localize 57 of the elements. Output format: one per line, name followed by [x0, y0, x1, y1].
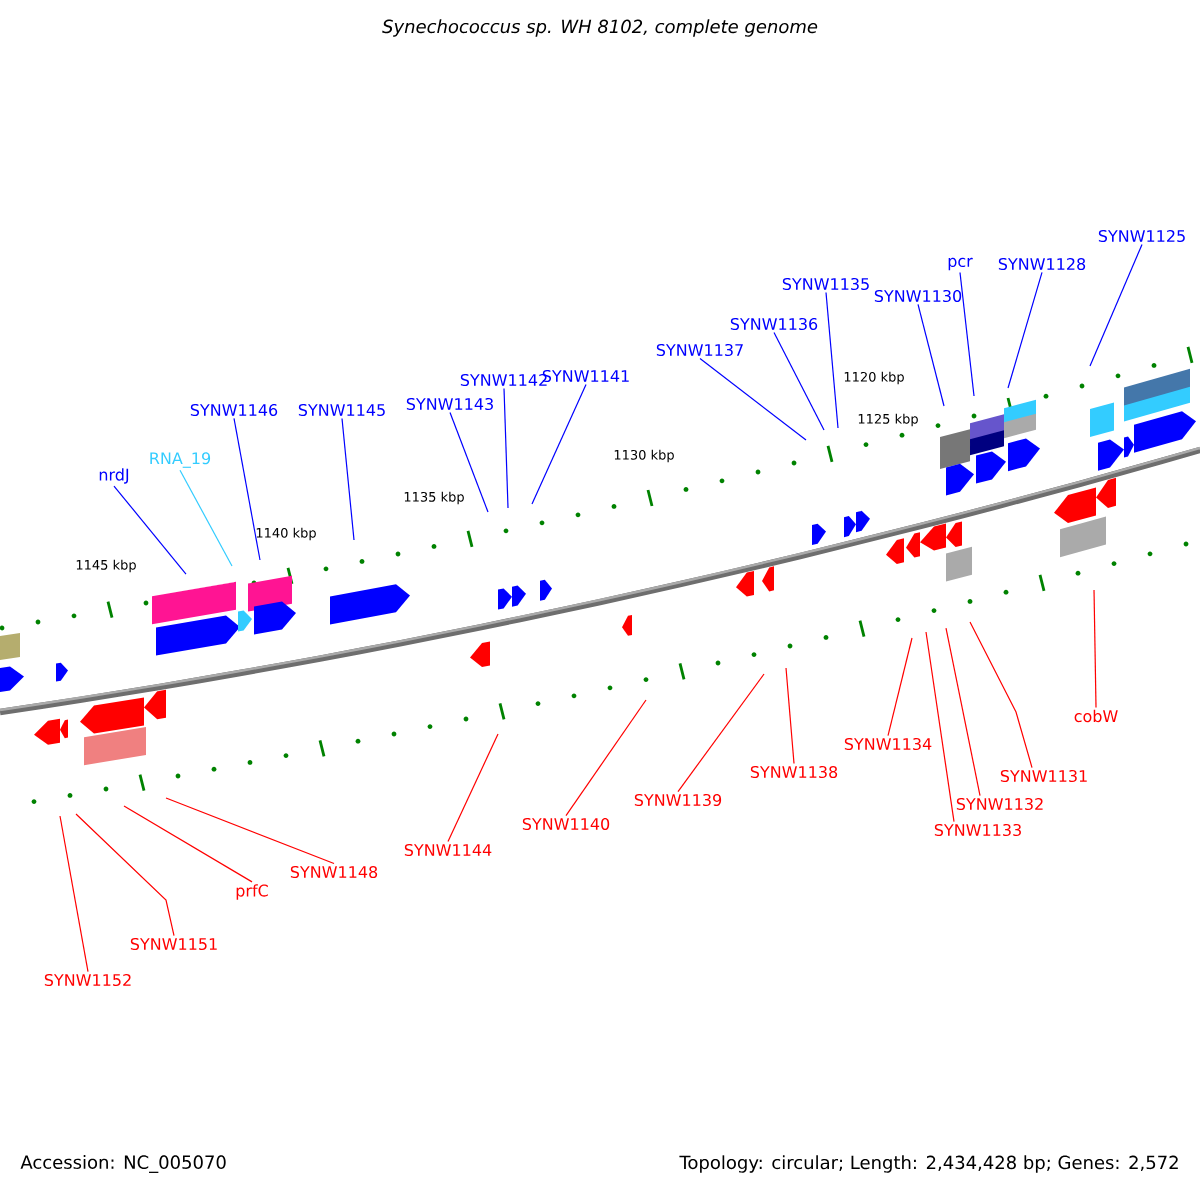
leader-line — [785, 667, 795, 765]
accession-text: Accession: NC_005070 — [20, 1155, 226, 1173]
leader-line — [565, 699, 647, 817]
leader-line — [113, 485, 187, 575]
leader-line — [825, 291, 839, 429]
leader-line — [945, 627, 981, 797]
gene-label: SYNW1133 — [934, 823, 1021, 837]
leader-line — [699, 357, 807, 441]
leader-line — [75, 813, 175, 937]
leader-line — [531, 383, 587, 505]
gene-label: SYNW1134 — [844, 737, 932, 751]
leader-line — [917, 303, 945, 407]
gene-label: SYNW1125 — [1098, 229, 1185, 243]
leader-line — [677, 673, 765, 793]
gene-label: SYNW1136 — [730, 317, 818, 331]
gene-label: pcr — [948, 257, 973, 271]
gene-label: SYNW1152 — [44, 973, 131, 987]
gene-label: SYNW1137 — [656, 343, 743, 357]
gene-label: SYNW1142 — [460, 373, 547, 387]
leader-line — [165, 797, 335, 865]
leader-line — [1089, 243, 1143, 367]
gene-label: SYNW1132 — [956, 797, 1043, 811]
gene-label: SYNW1148 — [290, 865, 378, 879]
leader-line — [1093, 589, 1097, 708]
gene-label: SYNW1131 — [1000, 769, 1087, 783]
gene-label: SYNW1143 — [406, 397, 493, 411]
leader-line — [1007, 271, 1043, 389]
genome-info-text: Topology: circular; Length: 2,434,428 bp; Genes: 2,572 — [679, 1155, 1178, 1173]
leader-line — [447, 733, 499, 843]
title: Synechococcus sp. WH 8102, complete genome — [382, 19, 818, 37]
gene-label: SYNW1139 — [634, 793, 722, 807]
gene-label: SYNW1130 — [874, 289, 962, 303]
leader-line — [59, 815, 89, 973]
gene-label: SYNW1145 — [298, 403, 385, 417]
gene-label: SYNW1138 — [750, 765, 838, 779]
leader-line — [959, 271, 975, 397]
leader-line — [773, 331, 825, 431]
leader-line — [233, 417, 261, 561]
leader-line — [503, 387, 509, 509]
leader-line — [341, 417, 355, 541]
gene-label: RNA_19 — [150, 452, 211, 468]
gene-label: SYNW1128 — [998, 257, 1086, 271]
gene-label: nrdJ — [99, 468, 129, 484]
leader-line — [969, 621, 1033, 769]
gene-label: cobW — [1074, 709, 1118, 723]
gene-label: SYNW1140 — [522, 817, 610, 831]
leader-line — [887, 637, 913, 737]
leader-line — [449, 411, 489, 513]
leader-line — [179, 469, 233, 567]
gene-label: prfC — [236, 884, 268, 900]
gene-label: SYNW1151 — [130, 937, 217, 951]
leader-line — [925, 631, 955, 823]
gene-label: SYNW1146 — [190, 403, 278, 417]
leader-line — [123, 805, 253, 883]
gene-label: SYNW1141 — [542, 369, 629, 383]
gene-label: SYNW1135 — [782, 277, 869, 291]
gene-label: SYNW1144 — [404, 843, 492, 857]
